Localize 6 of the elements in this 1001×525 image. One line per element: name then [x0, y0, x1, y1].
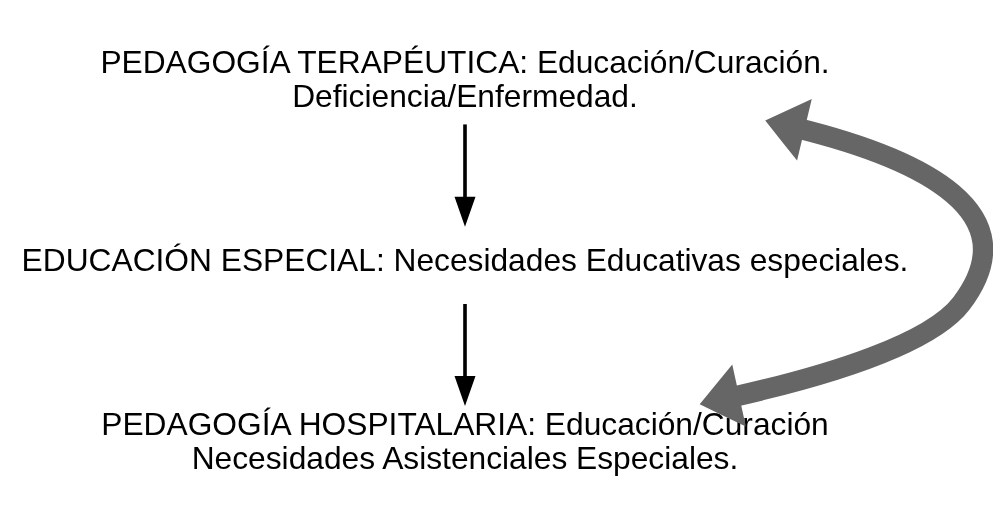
arrow [454, 124, 476, 227]
node-text: PEDAGOGÍA HOSPITALARIA: Educación/Curación Necesidades Asistenciales Especiales. [101, 406, 829, 477]
node-text: EDUCACIÓN ESPECIAL: Necesidades Educativas especiales. [21, 241, 909, 278]
arrow [699, 98, 993, 427]
node-text: PEDAGOGÍA TERAPÉUTICA: Educación/Curación. Deficiencia/Enfermedad. [100, 43, 830, 114]
arrow [454, 304, 476, 407]
